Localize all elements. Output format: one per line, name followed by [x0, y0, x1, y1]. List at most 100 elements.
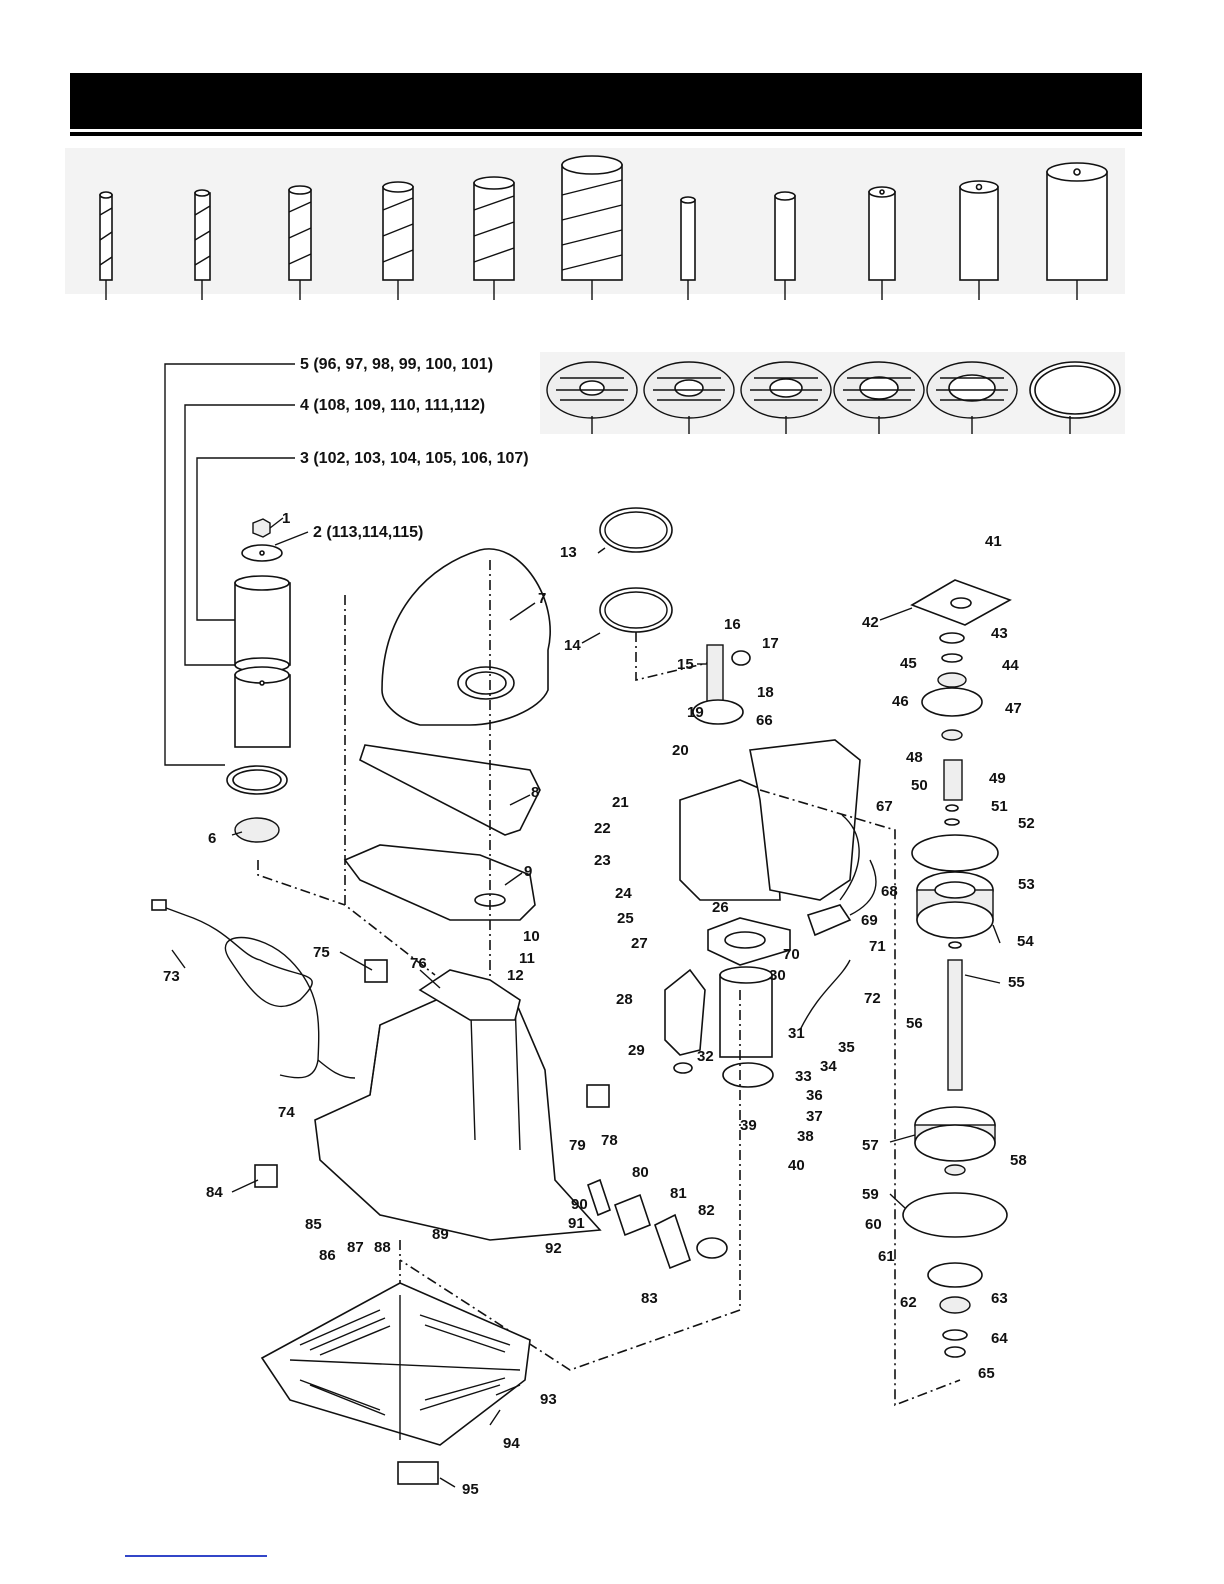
throat-plate-strip-background	[540, 352, 1125, 434]
group-label-4: 4 (108, 109, 110, 111,112)	[300, 397, 485, 414]
label-58: 58	[1010, 1152, 1027, 1169]
label-15: 15	[677, 656, 694, 673]
label-85: 85	[305, 1216, 322, 1233]
striped-sleeve-2	[194, 189, 211, 300]
label-79: 79	[569, 1137, 586, 1154]
label-18: 18	[757, 684, 774, 701]
drum-4	[959, 180, 999, 300]
label-12: 12	[507, 967, 524, 984]
spindle-shaft-icon	[902, 579, 1012, 1358]
label-41: 41	[985, 533, 1002, 550]
label-83: 83	[641, 1290, 658, 1307]
drum-5	[1046, 162, 1108, 300]
label-56: 56	[906, 1015, 923, 1032]
group-label-5: 5 (96, 97, 98, 99, 100, 101)	[300, 356, 493, 373]
label-20: 20	[672, 742, 689, 759]
belts	[599, 507, 721, 682]
part-labels: 1 6 7 8 9 10 11 12 13 14 15 16 17 18 19 …	[163, 510, 1035, 1498]
throat-plate-5	[926, 361, 1018, 434]
label-50: 50	[911, 777, 928, 794]
label-11: 11	[519, 950, 535, 967]
spindle-sleeve-icon	[99, 155, 623, 300]
label-8: 8	[531, 784, 539, 801]
label-69: 69	[861, 912, 878, 929]
throat-ring-6	[1029, 361, 1121, 434]
label-30: 30	[769, 967, 786, 984]
label-74: 74	[278, 1104, 295, 1121]
label-53: 53	[1018, 876, 1035, 893]
label-23: 23	[594, 852, 611, 869]
label-13: 13	[560, 544, 577, 561]
drum-1	[680, 196, 696, 300]
label-78: 78	[601, 1132, 618, 1149]
group-label-3: 3 (102, 103, 104, 105, 106, 107)	[300, 450, 529, 467]
label-22: 22	[594, 820, 611, 837]
label-73: 73	[163, 968, 180, 985]
label-62: 62	[900, 1294, 917, 1311]
label-90: 90	[571, 1196, 588, 1213]
label-1: 1	[282, 510, 290, 527]
label-29: 29	[628, 1042, 645, 1059]
striped-sleeve-6	[561, 155, 623, 300]
label-44: 44	[1002, 657, 1019, 674]
striped-sleeve-1	[99, 191, 113, 300]
drum-3	[868, 186, 896, 300]
label-88: 88	[374, 1239, 391, 1256]
throat-plate-4	[833, 361, 925, 434]
label-91: 91	[568, 1215, 585, 1232]
throat-plate-1	[546, 361, 638, 434]
label-25: 25	[617, 910, 634, 927]
label-21: 21	[612, 794, 629, 811]
header-bar	[70, 73, 1142, 129]
power-cord-icon	[151, 899, 356, 1079]
label-82: 82	[698, 1202, 715, 1219]
label-94: 94	[503, 1435, 520, 1452]
label-59: 59	[862, 1186, 879, 1203]
label-54: 54	[1017, 933, 1034, 950]
motor-icon	[399, 644, 961, 1407]
label-60: 60	[865, 1216, 882, 1233]
label-89: 89	[432, 1226, 449, 1243]
label-66: 66	[756, 712, 773, 729]
label-65: 65	[978, 1365, 995, 1382]
label-16: 16	[724, 616, 741, 633]
label-37: 37	[806, 1108, 823, 1125]
group-callouts: 5 (96, 97, 98, 99, 100, 101) 4 (108, 109…	[164, 356, 529, 766]
label-40: 40	[788, 1157, 805, 1174]
label-95: 95	[462, 1481, 479, 1498]
base-cabinet-icon	[254, 959, 728, 1270]
label-75: 75	[313, 944, 330, 961]
striped-sleeve-5	[473, 176, 515, 300]
striped-sleeve-4	[382, 181, 414, 300]
label-55: 55	[1008, 974, 1025, 991]
striped-sleeve-3	[288, 185, 312, 300]
label-47: 47	[1005, 700, 1022, 717]
label-71: 71	[869, 938, 886, 955]
label-28: 28	[616, 991, 633, 1008]
label-38: 38	[797, 1128, 814, 1145]
label-45: 45	[900, 655, 917, 672]
label-27: 27	[631, 935, 648, 952]
header-rule	[70, 132, 1142, 136]
throat-plate-2	[643, 361, 735, 434]
label-93: 93	[540, 1391, 557, 1408]
label-26: 26	[712, 899, 729, 916]
table-top	[257, 548, 551, 1010]
drum-2	[774, 191, 796, 300]
sanding-drum-icon	[680, 162, 1108, 300]
label-57: 57	[862, 1137, 879, 1154]
label-80: 80	[632, 1164, 649, 1181]
label-39: 39	[740, 1117, 757, 1134]
throat-plate-icon	[546, 361, 1121, 434]
footer-link-underline	[125, 1555, 267, 1557]
label-61: 61	[878, 1248, 895, 1265]
label-7: 7	[538, 590, 546, 607]
label-10: 10	[523, 928, 540, 945]
label-49: 49	[989, 770, 1006, 787]
label-52: 52	[1018, 815, 1035, 832]
label-48: 48	[906, 749, 923, 766]
label-31: 31	[788, 1025, 805, 1042]
label-68: 68	[881, 883, 898, 900]
label-86: 86	[319, 1247, 336, 1264]
label-84: 84	[206, 1184, 223, 1201]
